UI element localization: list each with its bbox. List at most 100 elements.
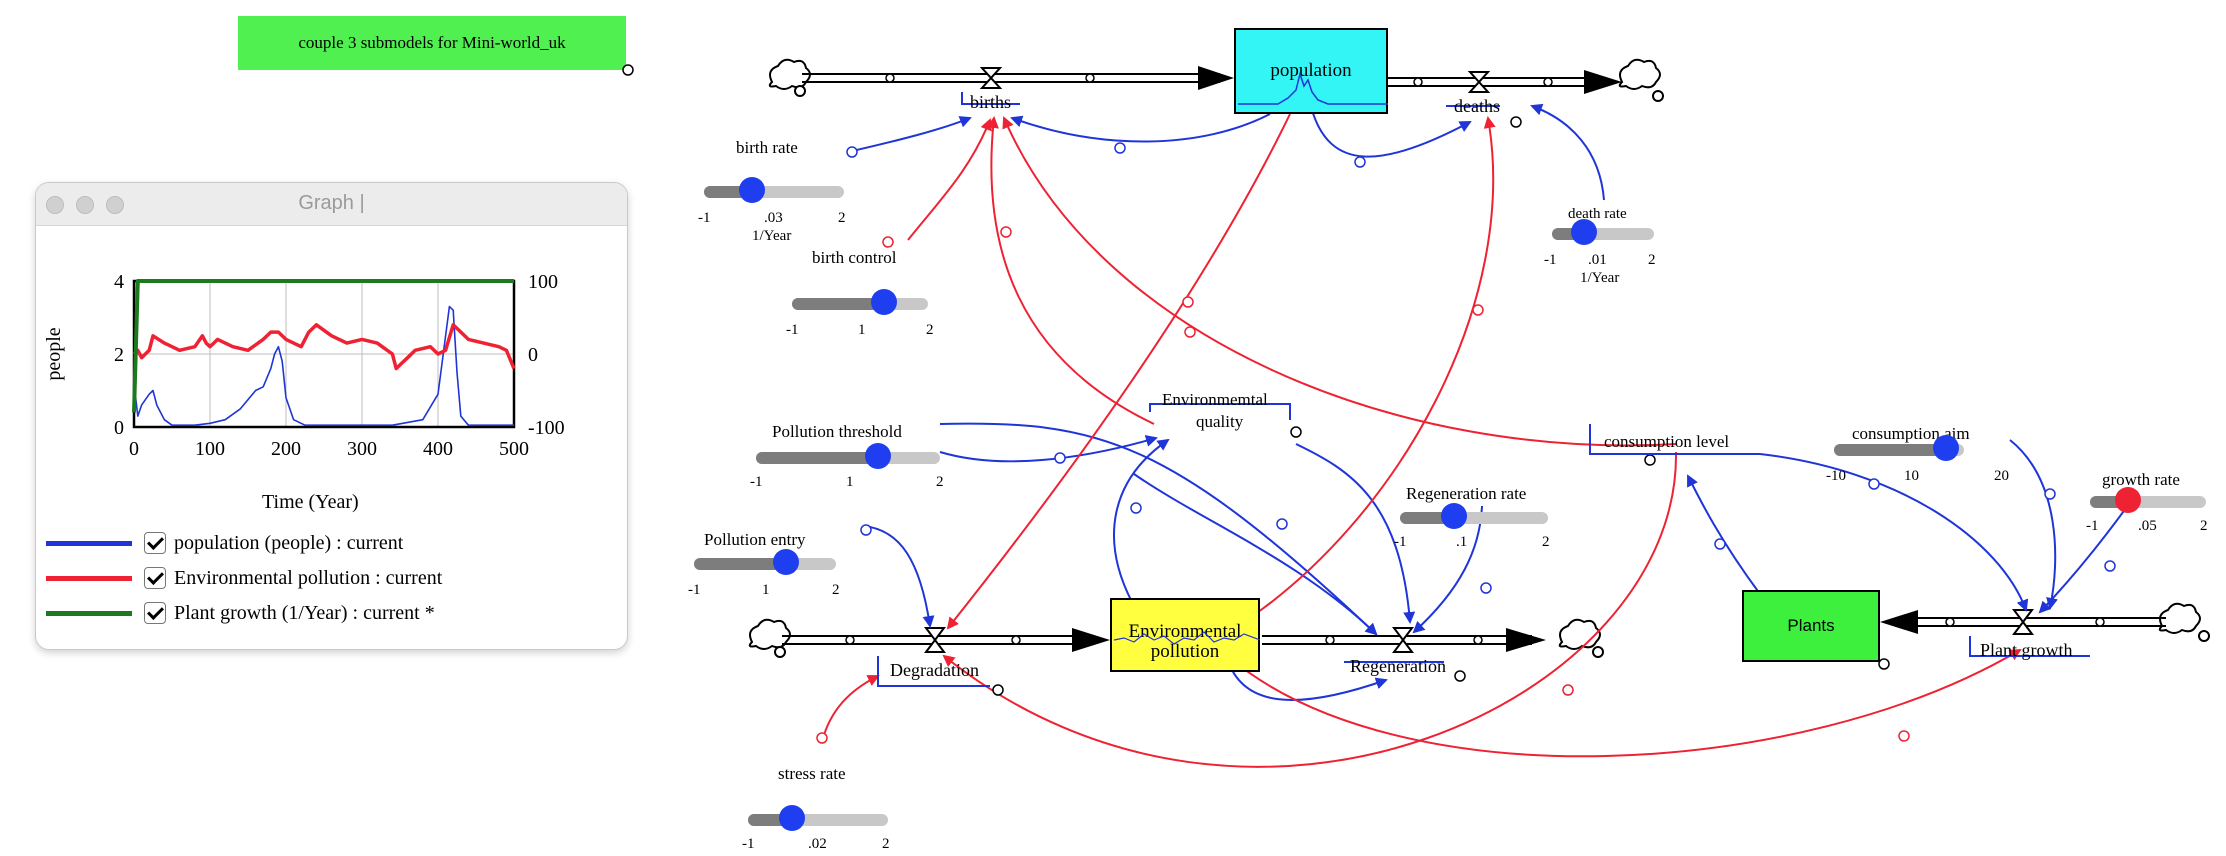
series-line <box>132 323 516 371</box>
growth-rate-knob[interactable] <box>2115 487 2141 513</box>
stress-rate-max: 2 <box>882 836 890 852</box>
legend-checkbox[interactable] <box>144 567 166 589</box>
stock-population[interactable]: population <box>1234 28 1388 114</box>
flow-births-label[interactable]: births <box>970 92 1012 112</box>
consumption-aim-slider[interactable] <box>1834 435 1964 461</box>
birth-rate-slider[interactable] <box>704 177 844 203</box>
consumption-aim-value: 10 <box>1904 468 1919 484</box>
birth-rate-min: -1 <box>698 210 711 226</box>
left-tick-label: 2 <box>114 344 124 366</box>
birth-rate-value: .03 <box>764 210 783 226</box>
graph-titlebar[interactable]: Graph | <box>36 183 627 226</box>
flow-regeneration-label[interactable]: Regeneration <box>1350 656 1446 676</box>
left-tick-label: 0 <box>114 417 124 439</box>
cloud-icon <box>748 58 2201 650</box>
regeneration-rate-value: .1 <box>1456 534 1468 550</box>
stock-population-label: population <box>1270 60 1352 81</box>
left-tick-label: 4 <box>114 271 124 293</box>
stress-rate-slider[interactable] <box>748 805 888 831</box>
pollution-entry-min: -1 <box>688 582 701 598</box>
growth-rate-min: -1 <box>2086 518 2099 534</box>
variable-env-quality-line2[interactable]: quality <box>1196 412 1244 431</box>
growth-rate-max: 2 <box>2200 518 2208 534</box>
pollution-threshold-value: 1 <box>846 474 854 490</box>
growth-rate-label: growth rate <box>2102 470 2180 489</box>
death-rate-label: death rate <box>1568 206 1627 222</box>
birth-rate-label: birth rate <box>736 138 798 157</box>
variable-consumption-level[interactable]: consumption level <box>1604 432 1730 451</box>
legend-label: Plant growth (1/Year) : current * <box>174 601 435 624</box>
regeneration-rate-knob[interactable] <box>1441 503 1467 529</box>
birth-control-slider[interactable] <box>792 289 928 315</box>
stress-rate-label: stress rate <box>778 764 846 783</box>
regeneration-rate-min: -1 <box>1394 534 1407 550</box>
stock-env-pollution-line1: Environmental <box>1128 621 1242 642</box>
flow-plant-growth-label[interactable]: Plant growth <box>1980 640 2073 660</box>
regeneration-rate-slider[interactable] <box>1400 503 1548 529</box>
window-minimize-button[interactable] <box>76 196 94 214</box>
right-tick-label: 100 <box>528 271 558 293</box>
pollution-entry-slider[interactable] <box>694 549 836 575</box>
flow-deaths-label[interactable]: deaths <box>1454 96 1500 116</box>
window-close-button[interactable] <box>46 196 64 214</box>
birth-rate-unit: 1/Year <box>752 228 792 244</box>
pollution-threshold-max: 2 <box>936 474 944 490</box>
series-line <box>133 305 514 426</box>
pollution-sparkline <box>1114 631 1260 645</box>
x-tick-label: 500 <box>499 438 529 460</box>
death-rate-slider[interactable] <box>1552 219 1654 245</box>
regeneration-rate-label: Regeneration rate <box>1406 484 1527 503</box>
pollution-threshold-slider[interactable] <box>756 443 940 469</box>
regeneration-rate-max: 2 <box>1542 534 1550 550</box>
birth-rate-knob[interactable] <box>739 177 765 203</box>
pollution-entry-knob[interactable] <box>773 549 799 575</box>
pollution-entry-value: 1 <box>762 582 770 598</box>
stress-rate-min: -1 <box>742 836 755 852</box>
legend-item[interactable]: population (people) : current <box>46 528 403 558</box>
right-tick-label: 0 <box>528 344 538 366</box>
birth-control-label: birth control <box>812 248 897 267</box>
pollution-entry-label: Pollution entry <box>704 530 806 549</box>
flow-degradation-label[interactable]: Degradation <box>890 660 979 680</box>
x-tick-label: 0 <box>129 438 139 460</box>
stock-environmental-pollution[interactable]: Environmental pollution <box>1110 598 1260 672</box>
birth-control-min: -1 <box>786 322 799 338</box>
stress-rate-knob[interactable] <box>779 805 805 831</box>
window-zoom-button[interactable] <box>106 196 124 214</box>
pollution-threshold-min: -1 <box>750 474 763 490</box>
stress-rate-value: .02 <box>808 836 827 852</box>
legend-label: Environmental pollution : current <box>174 566 443 589</box>
pollution-threshold-knob[interactable] <box>865 443 891 469</box>
stock-plants[interactable]: Plants <box>1742 590 1880 662</box>
graph-xlabel: Time (Year) <box>262 491 359 513</box>
population-sparkline <box>1238 71 1388 105</box>
variable-env-quality-line1[interactable]: Environmemtal <box>1162 390 1268 409</box>
pollution-threshold-label: Pollution threshold <box>772 422 902 441</box>
consumption-aim-knob[interactable] <box>1933 435 1959 461</box>
series-line <box>132 279 514 413</box>
x-tick-label: 200 <box>271 438 301 460</box>
x-tick-label: 100 <box>195 438 225 460</box>
growth-rate-slider[interactable] <box>2090 487 2206 513</box>
pollution-entry-max: 2 <box>832 582 840 598</box>
death-rate-min: -1 <box>1544 252 1557 268</box>
legend-item[interactable]: Plant growth (1/Year) : current * <box>46 598 435 628</box>
stock-env-pollution-line2: pollution <box>1150 641 1220 662</box>
death-rate-value: .01 <box>1588 252 1607 268</box>
stock-plants-label: Plants <box>1787 616 1835 635</box>
legend-checkbox[interactable] <box>144 532 166 554</box>
death-rate-knob[interactable] <box>1571 219 1597 245</box>
legend-label: population (people) : current <box>174 531 404 554</box>
birth-rate-max: 2 <box>838 210 846 226</box>
legend-checkbox[interactable] <box>144 602 166 624</box>
legend-item[interactable]: Environmental pollution : current <box>46 563 442 593</box>
x-tick-label: 400 <box>423 438 453 460</box>
consumption-aim-max: 20 <box>1994 468 2009 484</box>
birth-control-knob[interactable] <box>871 289 897 315</box>
x-tick-label: 300 <box>347 438 377 460</box>
growth-rate-value: .05 <box>2138 518 2157 534</box>
model-title: couple 3 submodels for Mini-world_uk <box>238 16 626 70</box>
birth-control-max: 2 <box>926 322 934 338</box>
